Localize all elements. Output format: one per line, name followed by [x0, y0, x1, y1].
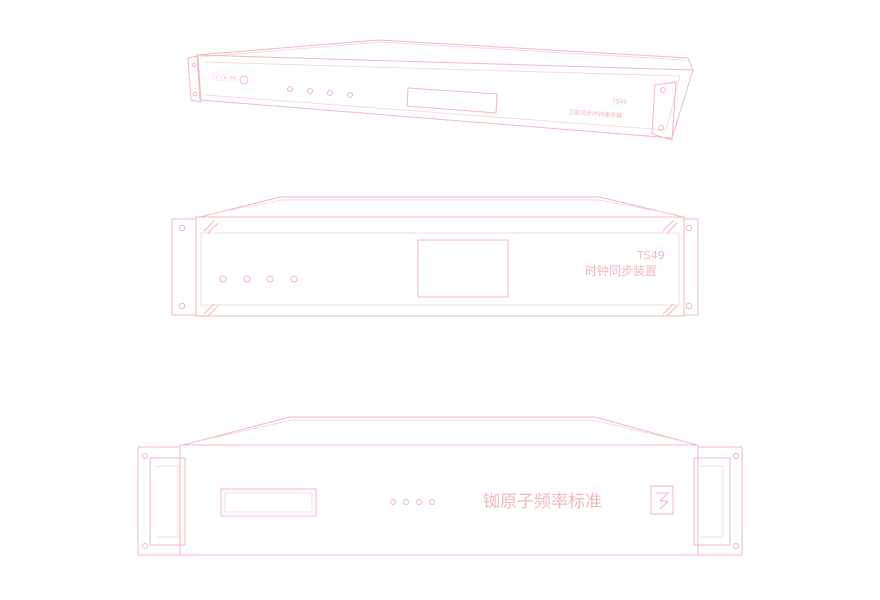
device-bottom: 铷原子频率标准: [137, 416, 743, 556]
device-top-right-ear: [651, 81, 677, 141]
device-middle-title-label: 时钟同步装置: [585, 263, 657, 278]
device-bottom-logo-icon: [650, 485, 674, 515]
device-middle-lid: [199, 196, 684, 218]
device-top-button: [347, 92, 353, 98]
device-top-logo: ⓢⓐⓜ: [213, 73, 237, 83]
device-middle: TS49 时钟同步装置: [171, 196, 699, 317]
device-bottom-button: [416, 499, 422, 505]
device-bottom-right-handle: [693, 457, 731, 546]
device-bottom-title-label: 铷原子频率标准: [483, 492, 602, 512]
device-bottom-button: [429, 499, 435, 505]
device-top-left-ear: [187, 55, 202, 103]
device-bottom-front: [179, 444, 699, 556]
device-bottom-right-ear: [697, 446, 743, 556]
device-top-button: [287, 86, 293, 92]
device-top-model-label: TS49: [611, 98, 628, 106]
device-middle-right-ear: [683, 218, 699, 316]
device-middle-button: [266, 275, 274, 283]
device-bottom-button: [390, 499, 396, 505]
device-top-title-label: 卫星同步时钟服务器: [568, 108, 622, 120]
device-middle-button: [290, 275, 298, 283]
device-bottom-lid: [182, 416, 698, 446]
device-middle-model-label: TS49: [636, 249, 665, 262]
device-middle-left-ear: [171, 218, 197, 316]
device-top-button: [327, 90, 333, 96]
device-top-front: [196, 54, 694, 139]
device-bottom-left-handle: [149, 457, 186, 546]
device-top-buttons: [287, 86, 353, 98]
device-top-lid: [196, 39, 694, 71]
device-bottom-left-ear: [137, 446, 181, 556]
device-top-button: [307, 88, 313, 94]
device-middle-button: [219, 275, 227, 283]
device-top: ⓢⓐⓜ TS49 卫星同步时钟服务器: [187, 39, 694, 141]
device-middle-buttons: [219, 275, 298, 283]
device-bottom-buttons: [390, 499, 435, 505]
device-top-display: [406, 87, 498, 114]
device-bottom-display: [220, 488, 317, 517]
device-middle-button: [243, 275, 251, 283]
device-middle-display: [417, 239, 509, 298]
device-bottom-button: [403, 499, 409, 505]
device-top-power-icon: [239, 75, 249, 85]
